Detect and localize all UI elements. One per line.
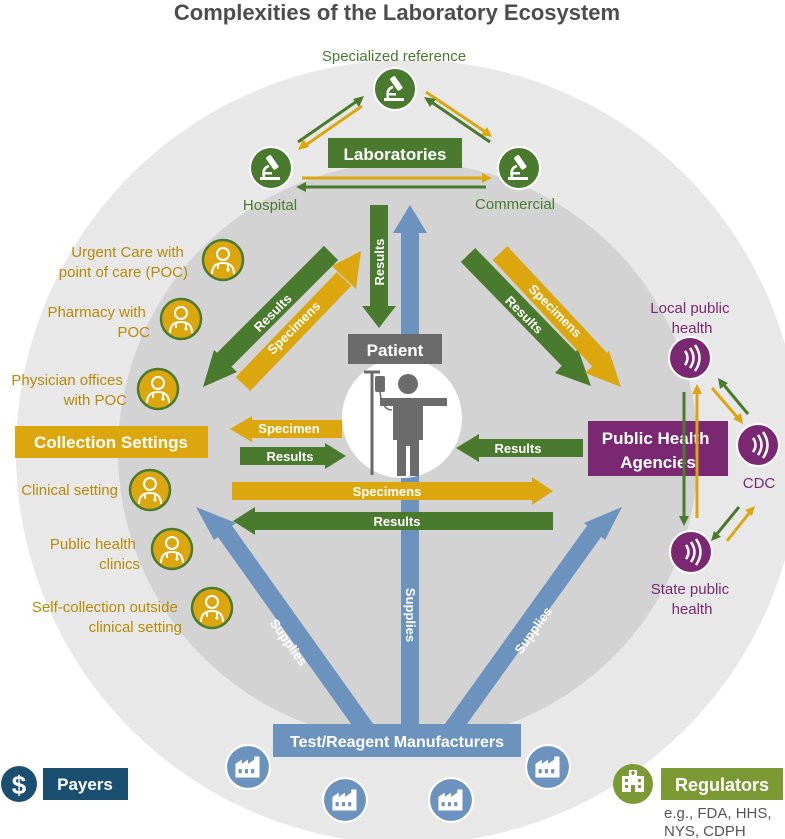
building-icon bbox=[622, 770, 644, 792]
clinical-setting-label: Clinical setting bbox=[21, 482, 118, 499]
hospital-lab-microscope-icon bbox=[249, 146, 293, 190]
ph-arrow-cdc-to-local bbox=[718, 378, 750, 415]
factory-icon-3 bbox=[428, 777, 474, 823]
results-arrow-collection-to-patient: Results bbox=[240, 443, 346, 469]
collection-settings-group: Collection Settings Urgent Care with poi… bbox=[11, 238, 245, 636]
factory-icon-2 bbox=[322, 777, 368, 823]
results-label-public-health-to-patient: Results bbox=[495, 441, 542, 456]
ph-arrow-local-to-cdc bbox=[710, 387, 743, 424]
physician-offices-person-icon bbox=[136, 367, 180, 411]
lab-arrow-specialized-to-hospital bbox=[298, 104, 363, 150]
regulators-examples: e.g., FDA, HHS, NYS, CDPH bbox=[664, 805, 776, 839]
clinical-setting-person-icon bbox=[128, 468, 172, 512]
results-arrow-lab-to-patient: Results bbox=[362, 205, 396, 328]
patient-group: Patient bbox=[342, 334, 462, 478]
manufacturers-box bbox=[273, 724, 521, 757]
page-title: Complexities of the Laboratory Ecosystem bbox=[174, 0, 620, 25]
payers-box bbox=[43, 768, 128, 800]
physician-offices-label: Physician offices with POC bbox=[11, 372, 127, 409]
ph-arrow-cdc-to-state bbox=[711, 506, 741, 541]
specimens-label-bottom: Specimens bbox=[353, 484, 422, 499]
lab-arrow-commercial-to-hospital bbox=[296, 182, 486, 192]
results-label-bottom: Results bbox=[374, 514, 421, 529]
results-arrow-public-health-to-patient: Results bbox=[456, 434, 583, 462]
regulators-group: Regulators e.g., FDA, HHS, NYS, CDPH bbox=[613, 764, 783, 839]
public-health-clinics-person-icon bbox=[150, 527, 194, 571]
specimen-label: Specimen bbox=[258, 421, 319, 436]
patient-label: Patient bbox=[367, 341, 424, 360]
manufacturers-label: Test/Reagent Manufacturers bbox=[290, 734, 504, 751]
laboratories-box bbox=[328, 138, 462, 168]
specimen-arrow-patient-to-collection: Specimen bbox=[230, 416, 342, 442]
specialized-reference-label: Specialized reference bbox=[322, 48, 466, 65]
factory-icon-1 bbox=[225, 744, 271, 790]
pharmacy-label: Pharmacy with POC bbox=[47, 304, 150, 341]
manufacturers-group: Test/Reagent Manufacturers bbox=[225, 724, 571, 823]
regulators-label: Regulators bbox=[675, 775, 769, 795]
laboratories-group: Specialized reference Hospital Commercia… bbox=[243, 48, 555, 214]
patient-box bbox=[348, 334, 442, 364]
pharmacy-person-icon bbox=[159, 297, 203, 341]
public-health-clinics-label: Public health clinics bbox=[50, 536, 140, 573]
ph-arrow-state-to-cdc bbox=[725, 506, 755, 542]
lab-arrow-hospital-to-specialized bbox=[297, 96, 364, 144]
urgent-care-label: Urgent Care with point of care (POC) bbox=[59, 244, 188, 281]
results-label-lab-to-patient: Results bbox=[372, 239, 387, 286]
dollar-icon bbox=[1, 766, 37, 802]
collection-settings-box bbox=[15, 426, 208, 458]
specialized-lab-microscope-icon bbox=[373, 67, 417, 111]
laboratories-label: Laboratories bbox=[344, 145, 447, 164]
commercial-label: Commercial bbox=[475, 196, 555, 213]
hospital-label: Hospital bbox=[243, 197, 297, 214]
self-collection-person-icon bbox=[190, 586, 234, 630]
dollar-icon-glyph: $ bbox=[12, 770, 27, 800]
local-public-health-label: Local public health bbox=[650, 300, 733, 337]
local-public-health-signal-icon bbox=[668, 336, 712, 380]
regulators-box bbox=[661, 768, 783, 800]
supplies-label-center: Supplies bbox=[403, 588, 418, 642]
public-health-group: Public Health Agencies Local public heal… bbox=[588, 300, 780, 618]
payers-group: $ Payers bbox=[1, 766, 128, 802]
collection-settings-label: Collection Settings bbox=[34, 433, 188, 452]
state-public-health-signal-icon bbox=[669, 530, 713, 574]
lab-arrow-commercial-to-specialized bbox=[424, 97, 491, 144]
results-label-collection-to-patient: Results bbox=[267, 449, 314, 464]
urgent-care-person-icon bbox=[201, 238, 245, 282]
specimens-arrow-collection-to-public-health: Specimens bbox=[232, 477, 553, 505]
lab-arrow-hospital-to-commercial bbox=[302, 173, 492, 183]
cdc-label: CDC bbox=[743, 475, 776, 492]
results-arrow-public-health-to-collection: Results bbox=[233, 507, 553, 535]
cdc-signal-icon bbox=[736, 423, 780, 467]
patient-iv-icon bbox=[364, 370, 447, 476]
payers-label: Payers bbox=[57, 775, 113, 794]
public-health-box bbox=[588, 421, 728, 476]
self-collection-label: Self-collection outside clinical setting bbox=[32, 599, 182, 636]
commercial-lab-microscope-icon bbox=[497, 146, 541, 190]
state-public-health-label: State public health bbox=[651, 581, 734, 618]
ph-arrow-state-to-local bbox=[692, 384, 702, 518]
ph-arrow-local-to-state bbox=[679, 392, 689, 526]
lab-arrow-specialized-to-commercial bbox=[425, 90, 492, 137]
factory-icon-4 bbox=[525, 744, 571, 790]
